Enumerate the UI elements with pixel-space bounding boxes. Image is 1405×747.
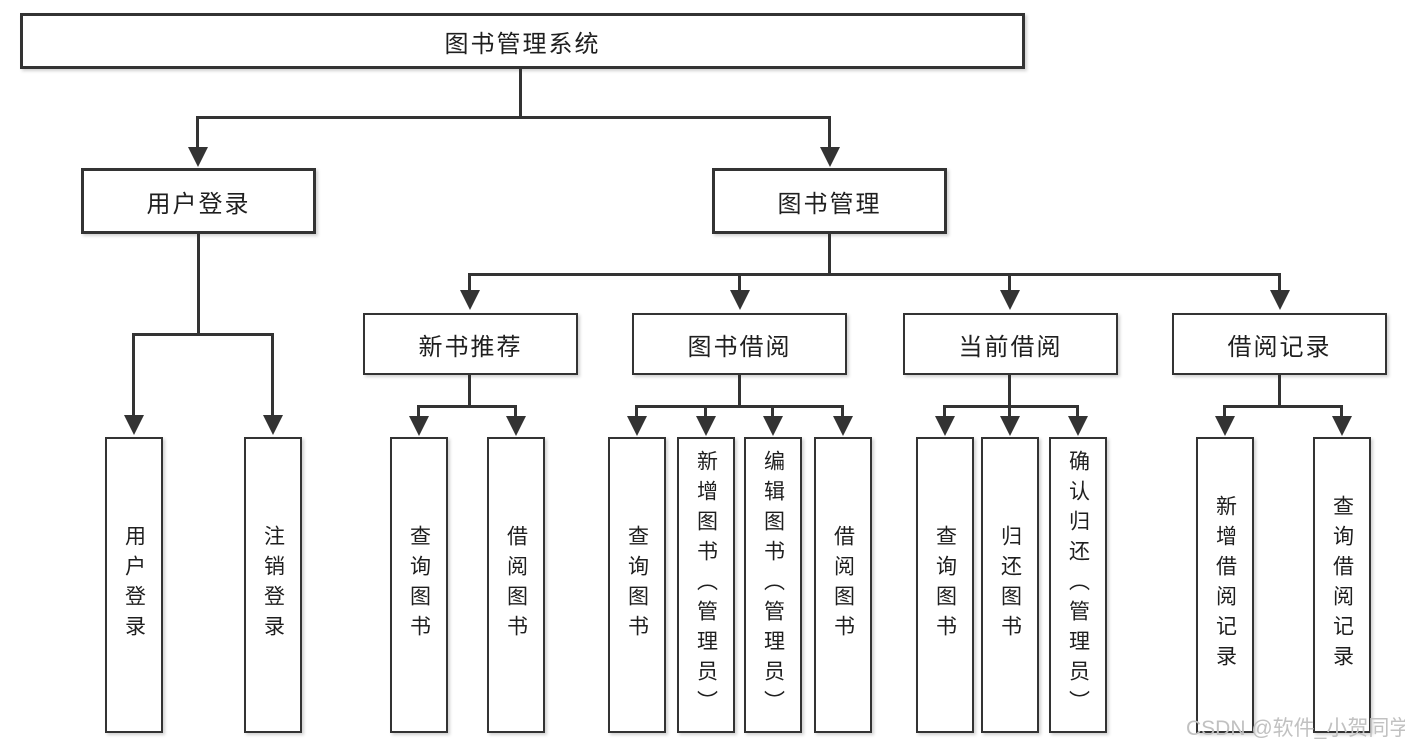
connector-arrow-stem [943,405,946,416]
connector-sec1-stem [738,375,741,408]
leaf-label: 查询图书 [407,525,431,645]
arrow-down-icon [935,416,955,436]
leaf-label: 确认归还（管理员） [1066,450,1090,720]
leaf-label: 编辑图书（管理员） [761,450,785,720]
leaf-label: 用户登录 [122,525,146,645]
arrow-down-icon [263,415,283,435]
node-label: 图书管理 [777,190,882,218]
arrow-down-icon [506,416,526,436]
arrow-down-icon [763,416,783,436]
node-label: 新书推荐 [418,333,523,361]
connector-arrow-stem [1076,405,1079,416]
connector-arrow-stem [828,117,831,147]
arrow-down-icon [627,416,647,436]
leaf-query-books-current: 查询图书 [916,437,974,733]
leaf-label: 新增图书（管理员） [694,450,718,720]
leaf-borrow-books-recommend: 借阅图书 [487,437,545,733]
arrow-down-icon [1068,416,1088,436]
leaf-add-borrow-record: 新增借阅记录 [1196,437,1254,733]
connector-sec2-hline [943,405,1079,408]
arrow-down-icon [730,290,750,310]
connector-arrow-stem [1223,405,1226,416]
connector-bookmgmt-stem [828,234,831,276]
connector-sec2-stem [1008,375,1011,408]
arrow-down-icon [188,147,208,167]
node-borrow-records: 借阅记录 [1172,313,1387,375]
connector-arrow-stem [132,333,135,415]
connector-arrow-stem [635,405,638,416]
connector-arrow-stem [271,333,274,415]
connector-sec0-hline [417,405,517,408]
node-label: 借阅记录 [1227,333,1332,361]
leaf-user-login: 用户登录 [105,437,163,733]
connector-arrow-stem [704,405,707,416]
leaf-label: 查询借阅记录 [1330,495,1354,675]
connector-arrow-stem [1008,405,1011,416]
connector-arrow-stem [771,405,774,416]
leaf-label: 注销登录 [261,525,285,645]
connector-arrow-stem [1008,273,1011,290]
arrow-down-icon [696,416,716,436]
leaf-query-books-recommend: 查询图书 [390,437,448,733]
connector-arrow-stem [1340,405,1343,416]
leaf-edit-book-admin: 编辑图书（管理员） [744,437,802,733]
node-book-borrow: 图书借阅 [632,313,847,375]
connector-userlogin-stem [197,234,200,336]
arrow-down-icon [124,415,144,435]
connector-arrow-stem [514,405,517,416]
leaf-confirm-return-admin: 确认归还（管理员） [1049,437,1107,733]
leaf-return-book: 归还图书 [981,437,1039,733]
connector-root-hline [196,116,831,119]
connector-arrow-stem [196,117,199,147]
connector-sec0-stem [468,375,471,408]
node-new-book-recommend: 新书推荐 [363,313,578,375]
node-user-login: 用户登录 [81,168,316,234]
arrow-down-icon [1000,290,1020,310]
connector-arrow-stem [841,405,844,416]
arrow-down-icon [409,416,429,436]
node-label: 图书借阅 [687,333,792,361]
arrow-down-icon [833,416,853,436]
arrow-down-icon [820,147,840,167]
arrow-down-icon [1270,290,1290,310]
leaf-label: 归还图书 [998,525,1022,645]
leaf-label: 查询图书 [933,525,957,645]
node-label: 图书管理系统 [444,30,601,58]
connector-sec1-hline [635,405,844,408]
leaf-logout: 注销登录 [244,437,302,733]
node-label: 当前借阅 [958,333,1063,361]
node-book-management: 图书管理 [712,168,947,234]
node-current-borrow: 当前借阅 [903,313,1118,375]
leaf-label: 查询图书 [625,525,649,645]
connector-arrow-stem [417,405,420,416]
leaf-label: 新增借阅记录 [1213,495,1237,675]
leaf-query-books-borrow: 查询图书 [608,437,666,733]
connector-userlogin-hline [132,333,274,336]
leaf-borrow-books: 借阅图书 [814,437,872,733]
node-library-management-system: 图书管理系统 [20,13,1025,69]
connector-root-stem [519,69,522,117]
arrow-down-icon [460,290,480,310]
connector-bookmgmt-hline [468,273,1281,276]
arrow-down-icon [1215,416,1235,436]
csdn-watermark: CSDN @软件_小贺同学 [1186,717,1405,740]
connector-arrow-stem [1278,273,1281,290]
connector-sec3-hline [1223,405,1343,408]
connector-arrow-stem [468,273,471,290]
node-label: 用户登录 [146,190,251,218]
leaf-query-borrow-record: 查询借阅记录 [1313,437,1371,733]
connector-sec3-stem [1278,375,1281,408]
arrow-down-icon [1332,416,1352,436]
arrow-down-icon [1000,416,1020,436]
leaf-label: 借阅图书 [831,525,855,645]
leaf-add-book-admin: 新增图书（管理员） [677,437,735,733]
leaf-label: 借阅图书 [504,525,528,645]
connector-arrow-stem [738,273,741,290]
